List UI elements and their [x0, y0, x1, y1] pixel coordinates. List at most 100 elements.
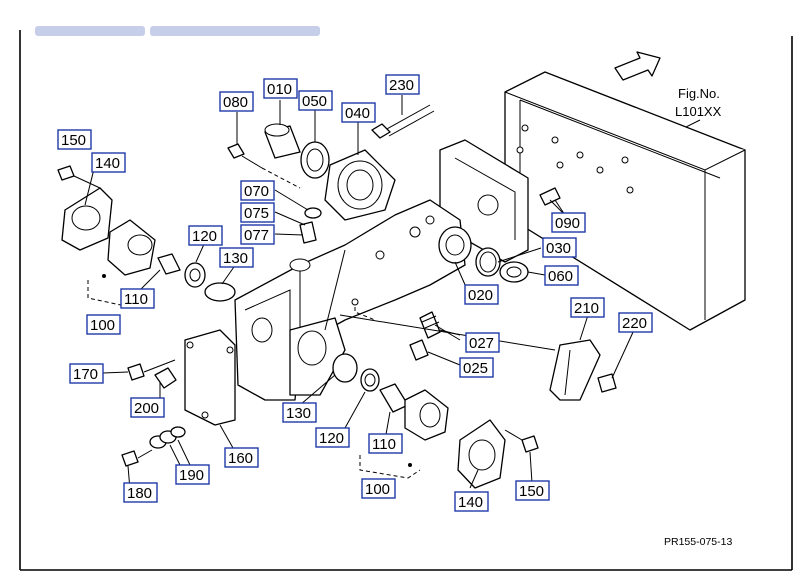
- group-outline-right: [359, 455, 421, 479]
- bolt-170: [127, 359, 176, 381]
- left-flange-140: [61, 187, 113, 251]
- callout-170: 170: [69, 363, 104, 384]
- svg-text:200: 200: [134, 400, 159, 417]
- plug-070: [304, 207, 322, 219]
- svg-text:230: 230: [389, 77, 414, 94]
- plug-200: [154, 367, 177, 389]
- right-housing-100: [404, 389, 449, 441]
- svg-text:140: 140: [95, 155, 120, 172]
- callout-090: 090: [551, 212, 586, 233]
- callout-120-left: 120: [188, 225, 223, 246]
- right-bushing-110: [379, 383, 409, 413]
- svg-text:077: 077: [244, 227, 269, 244]
- detail-outline: [351, 298, 376, 321]
- callout-130-right: 130: [282, 402, 317, 423]
- callout-027: 027: [465, 332, 500, 353]
- callout-160: 160: [224, 447, 259, 468]
- callout-180: 180: [123, 482, 158, 503]
- svg-text:100: 100: [365, 481, 390, 498]
- callout-077: 077: [240, 224, 275, 245]
- svg-text:060: 060: [548, 268, 573, 285]
- seal-050: [300, 141, 330, 179]
- callout-060: 060: [544, 265, 579, 286]
- callout-220: 220: [618, 312, 653, 333]
- svg-text:080: 080: [223, 94, 248, 111]
- page-frame: [19, 30, 793, 571]
- gear-housing: [234, 199, 472, 401]
- svg-text:180: 180: [127, 485, 152, 502]
- svg-text:075: 075: [244, 205, 269, 222]
- callout-150-left: 150: [57, 129, 92, 150]
- fig-no-label: Fig.No.: [678, 86, 720, 101]
- svg-text:090: 090: [555, 215, 580, 232]
- callout-070: 070: [240, 180, 275, 201]
- snap-ring-030: [475, 247, 501, 277]
- bolt-080: [227, 143, 301, 189]
- svg-text:100: 100: [90, 317, 115, 334]
- svg-text:210: 210: [574, 300, 599, 317]
- spring-027: [419, 311, 441, 339]
- left-bolt-150: [57, 165, 101, 189]
- svg-text:027: 027: [469, 335, 494, 352]
- svg-text:040: 040: [345, 105, 370, 122]
- svg-text:150: 150: [519, 483, 544, 500]
- blurred-header: [35, 26, 320, 36]
- callout-140-right: 140: [454, 491, 489, 512]
- svg-text:130: 130: [223, 250, 248, 267]
- bushing-010: [264, 123, 301, 159]
- callout-080: 080: [219, 91, 254, 112]
- right-flange-140: [457, 419, 506, 489]
- svg-text:130: 130: [286, 405, 311, 422]
- callout-025: 025: [459, 357, 494, 378]
- fitting-025: [409, 339, 429, 361]
- bolt-180: [121, 449, 153, 467]
- callout-210: 210: [570, 297, 605, 318]
- bolt-230: [371, 95, 435, 139]
- left-housing-100: [107, 219, 156, 276]
- callout-200: 200: [130, 397, 165, 418]
- svg-text:190: 190: [179, 467, 204, 484]
- svg-text:150: 150: [61, 132, 86, 149]
- svg-text:070: 070: [244, 183, 269, 200]
- drawing-code: PR155-075-13: [664, 536, 732, 548]
- svg-text:110: 110: [372, 436, 396, 453]
- bracket-210: [549, 339, 601, 401]
- callout-020: 020: [464, 284, 499, 305]
- arrow-right-icon: [614, 51, 661, 81]
- svg-text:110: 110: [124, 291, 148, 308]
- svg-text:010: 010: [267, 81, 292, 98]
- callout-110-left: 110: [120, 288, 155, 309]
- callout-120-right: 120: [315, 427, 350, 448]
- svg-text:160: 160: [228, 450, 253, 467]
- svg-text:140: 140: [458, 494, 483, 511]
- svg-text:120: 120: [192, 228, 217, 245]
- callout-050: 050: [298, 90, 333, 111]
- bearing-flange-040: [324, 149, 396, 221]
- callout-030: 030: [542, 237, 577, 258]
- callout-075: 075: [240, 202, 275, 223]
- svg-text:050: 050: [302, 93, 327, 110]
- cover-plate-160: [184, 329, 236, 426]
- left-bushing-110: [157, 253, 181, 275]
- callout-110-right: 110: [368, 433, 403, 454]
- right-bolt-150: [504, 429, 539, 453]
- callout-130-left: 130: [219, 247, 254, 268]
- right-oring-130: [332, 353, 358, 383]
- callout-040: 040: [341, 102, 376, 123]
- callout-150-right: 150: [515, 480, 550, 501]
- svg-text:220: 220: [622, 315, 647, 332]
- left-oring-130: [204, 282, 236, 302]
- right-seal-120: [360, 368, 380, 392]
- left-seal-120: [184, 262, 206, 288]
- leader-lines: [84, 100, 635, 491]
- seal-060: [499, 261, 529, 283]
- svg-text:030: 030: [546, 240, 571, 257]
- fig-no-value: L101XX: [675, 104, 722, 119]
- callout-100-left: 100: [86, 314, 121, 335]
- pin-075-077: [299, 221, 317, 244]
- svg-text:025: 025: [463, 360, 488, 377]
- callout-230: 230: [385, 74, 420, 95]
- callout-190: 190: [175, 464, 210, 485]
- callout-100-right: 100: [361, 478, 396, 499]
